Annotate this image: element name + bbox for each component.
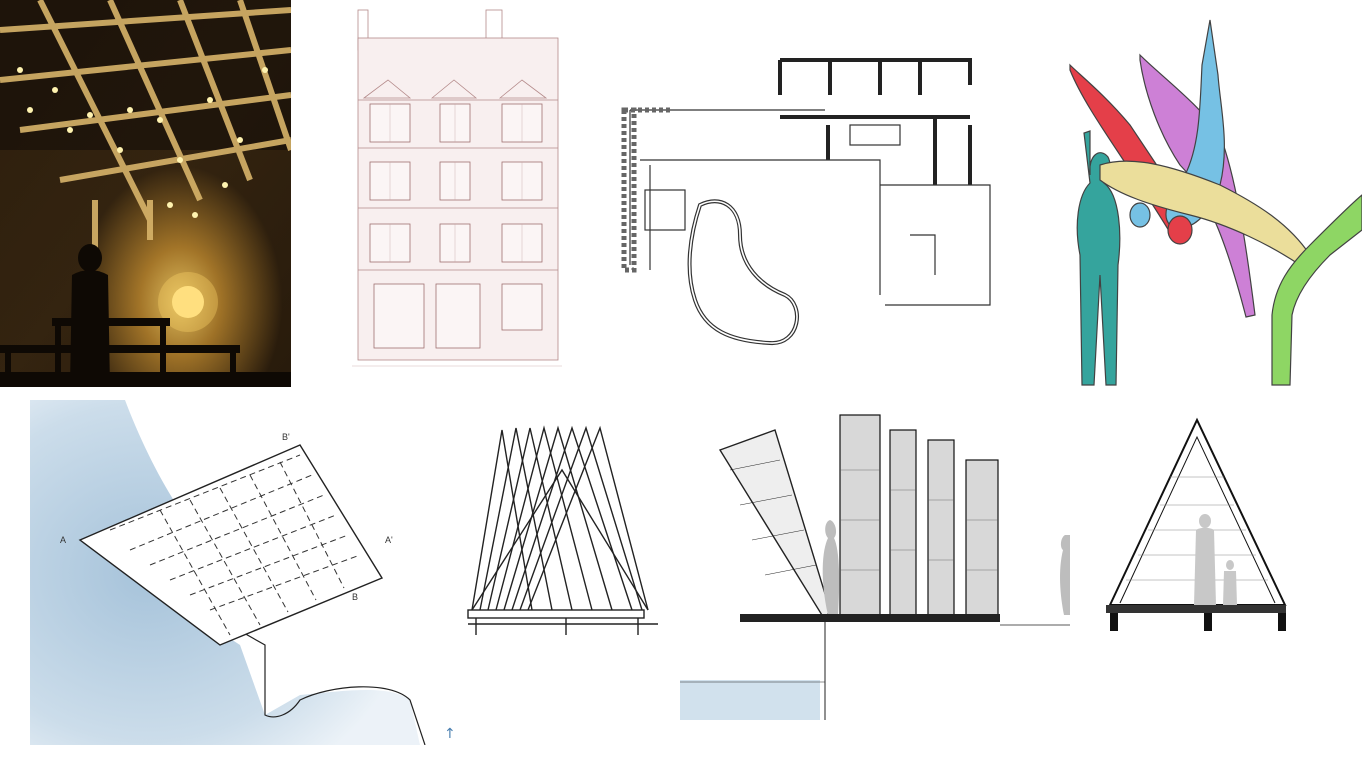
- section-marker-bottom: B: [352, 592, 358, 602]
- side-section-drawing-icon: [680, 414, 1070, 720]
- figures-sketch: [1060, 15, 1362, 393]
- frame-elevation-drawing: [462, 420, 662, 645]
- section-marker-top: B': [282, 432, 290, 442]
- dancing-figures-sketch-icon: [1069, 19, 1362, 386]
- floor-plan-drawing: [610, 55, 1042, 355]
- site-plan-drawing-icon: A A' B' B ↑: [30, 400, 456, 745]
- section-marker-right: A': [385, 535, 393, 545]
- a-frame-section-icon: [1106, 417, 1287, 631]
- facade-drawing: [352, 8, 562, 378]
- a-frame-section-drawing: [1100, 415, 1295, 640]
- site-plan-drawing: A A' B' B ↑: [30, 400, 470, 745]
- side-section-drawing: [680, 410, 1070, 725]
- installation-photo-icon: [0, 0, 291, 387]
- floor-plan-drawing-icon: [621, 58, 991, 346]
- section-marker-left: A: [60, 535, 66, 545]
- north-arrow-icon: ↑: [444, 726, 456, 742]
- installation-photo: [0, 0, 291, 387]
- a-frame-elevation-icon: [467, 425, 658, 635]
- building-facade-drawing-icon: [352, 9, 562, 367]
